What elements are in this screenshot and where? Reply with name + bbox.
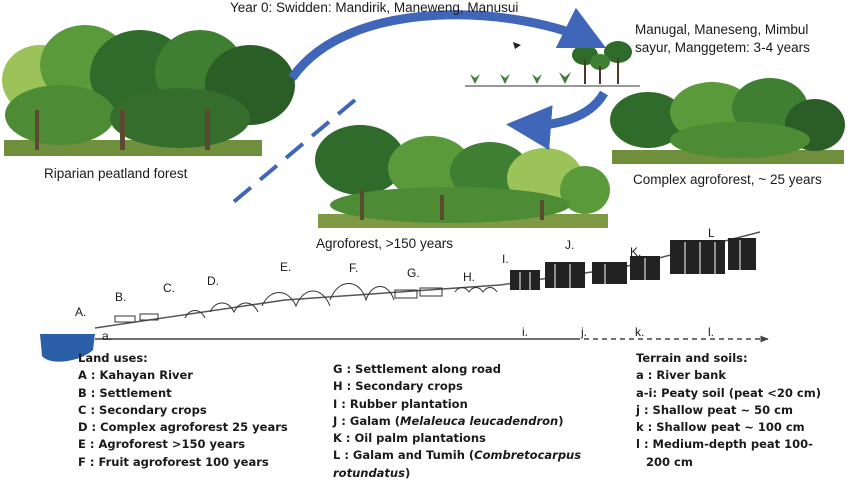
agroforest-label: Agroforest, >150 years [316,236,453,251]
legend-row: G : Settlement along road [333,362,501,376]
terrain-title: Terrain and soils: [636,351,748,365]
complex-agroforest-label: Complex agroforest, ~ 25 years [633,172,822,187]
zone-label: B. [115,290,127,304]
zone-label: H. [463,270,475,284]
legend-l-suffix: ) [404,465,411,480]
young-fallow-label-1: Manugal, Maneseng, Mimbul [635,22,809,37]
zone-label: C. [163,281,175,295]
legend-l-species-2: rotundatus [333,465,405,480]
zone-label: D. [207,274,219,288]
zone-label: G. [407,266,420,280]
terrain-mark: a. [102,329,113,343]
legend-j-prefix: J : Galam ( [333,413,401,428]
transect-profile [40,231,761,362]
land-use-legend-col2: G : Settlement along road H : Secondary … [333,361,581,482]
legend-row-j: J : Galam (Melaleuca leucadendron) [333,413,581,430]
terrain-mark: l. [708,325,714,339]
zone-label: A. [75,305,87,319]
zone-label: J. [565,238,575,252]
legend-row: I : Rubber plantation [333,396,468,411]
zone-label: K. [630,245,642,259]
legend-row: H : Secondary crops [333,379,463,394]
legend-row-l: L : Galam and Tumih (Combretocarpus [333,447,581,464]
legend-row: A : Kahayan River [78,368,193,383]
river-shape [40,334,95,362]
terrain-row: a-i: Peaty soil (peat <20 cm) [636,385,821,400]
legend-l-species-1: Combretocarpus [474,448,582,463]
complex-agroforest-illustration [610,78,845,164]
terrain-legend: Terrain and soils: a : River bank a-i: P… [636,350,821,471]
zone-label: E. [280,260,292,274]
swidden-label: Year 0: Swidden: Mandirik, Maneweng, Man… [230,0,519,15]
legend-row: K : Oil palm plantations [333,431,486,446]
terrain-row: k : Shallow peat ~ 100 cm [636,420,805,435]
riparian-label: Riparian peatland forest [44,166,188,181]
legend-row-l-cont: rotundatus) [333,465,581,482]
swidden-illustration [465,41,640,87]
land-use-legend-col1: Land uses: A : Kahayan River B : Settlem… [78,350,288,471]
old-agroforest-illustration [315,125,610,228]
young-fallow-label-2: sayur, Manggetem: 3-4 years [635,40,810,55]
terrain-row: 200 cm [646,454,693,469]
legend-row: C : Secondary crops [78,402,207,417]
legend-row: D : Complex agroforest 25 years [78,420,288,435]
terrain-row: j : Shallow peat ~ 50 cm [636,402,793,417]
legend-row: B : Settlement [78,385,172,400]
cycle-arrow-dashed [228,98,357,207]
terrain-row: l : Medium-depth peat 100- [636,437,813,452]
terrain-mark: i. [522,325,528,339]
zone-label: L [708,226,715,240]
zone-label: F. [349,261,359,275]
zone-label: I. [502,252,509,266]
cycle-arrow-top [288,7,607,81]
legend-row: E : Agroforest >150 years [78,437,246,452]
terrain-mark: j. [581,325,587,339]
legend-j-species: Melaleuca leucadendron [400,413,559,428]
terrain-row: a : River bank [636,368,726,383]
terrain-mark: k. [635,325,645,339]
legend-l-prefix: L : Galam and Tumih ( [333,448,475,463]
land-uses-title: Land uses: [78,351,148,365]
cycle-arrow-right [506,90,608,151]
legend-j-suffix: ) [558,413,564,428]
legend-row: F : Fruit agroforest 100 years [78,454,269,469]
riparian-forest-illustration [2,25,295,156]
